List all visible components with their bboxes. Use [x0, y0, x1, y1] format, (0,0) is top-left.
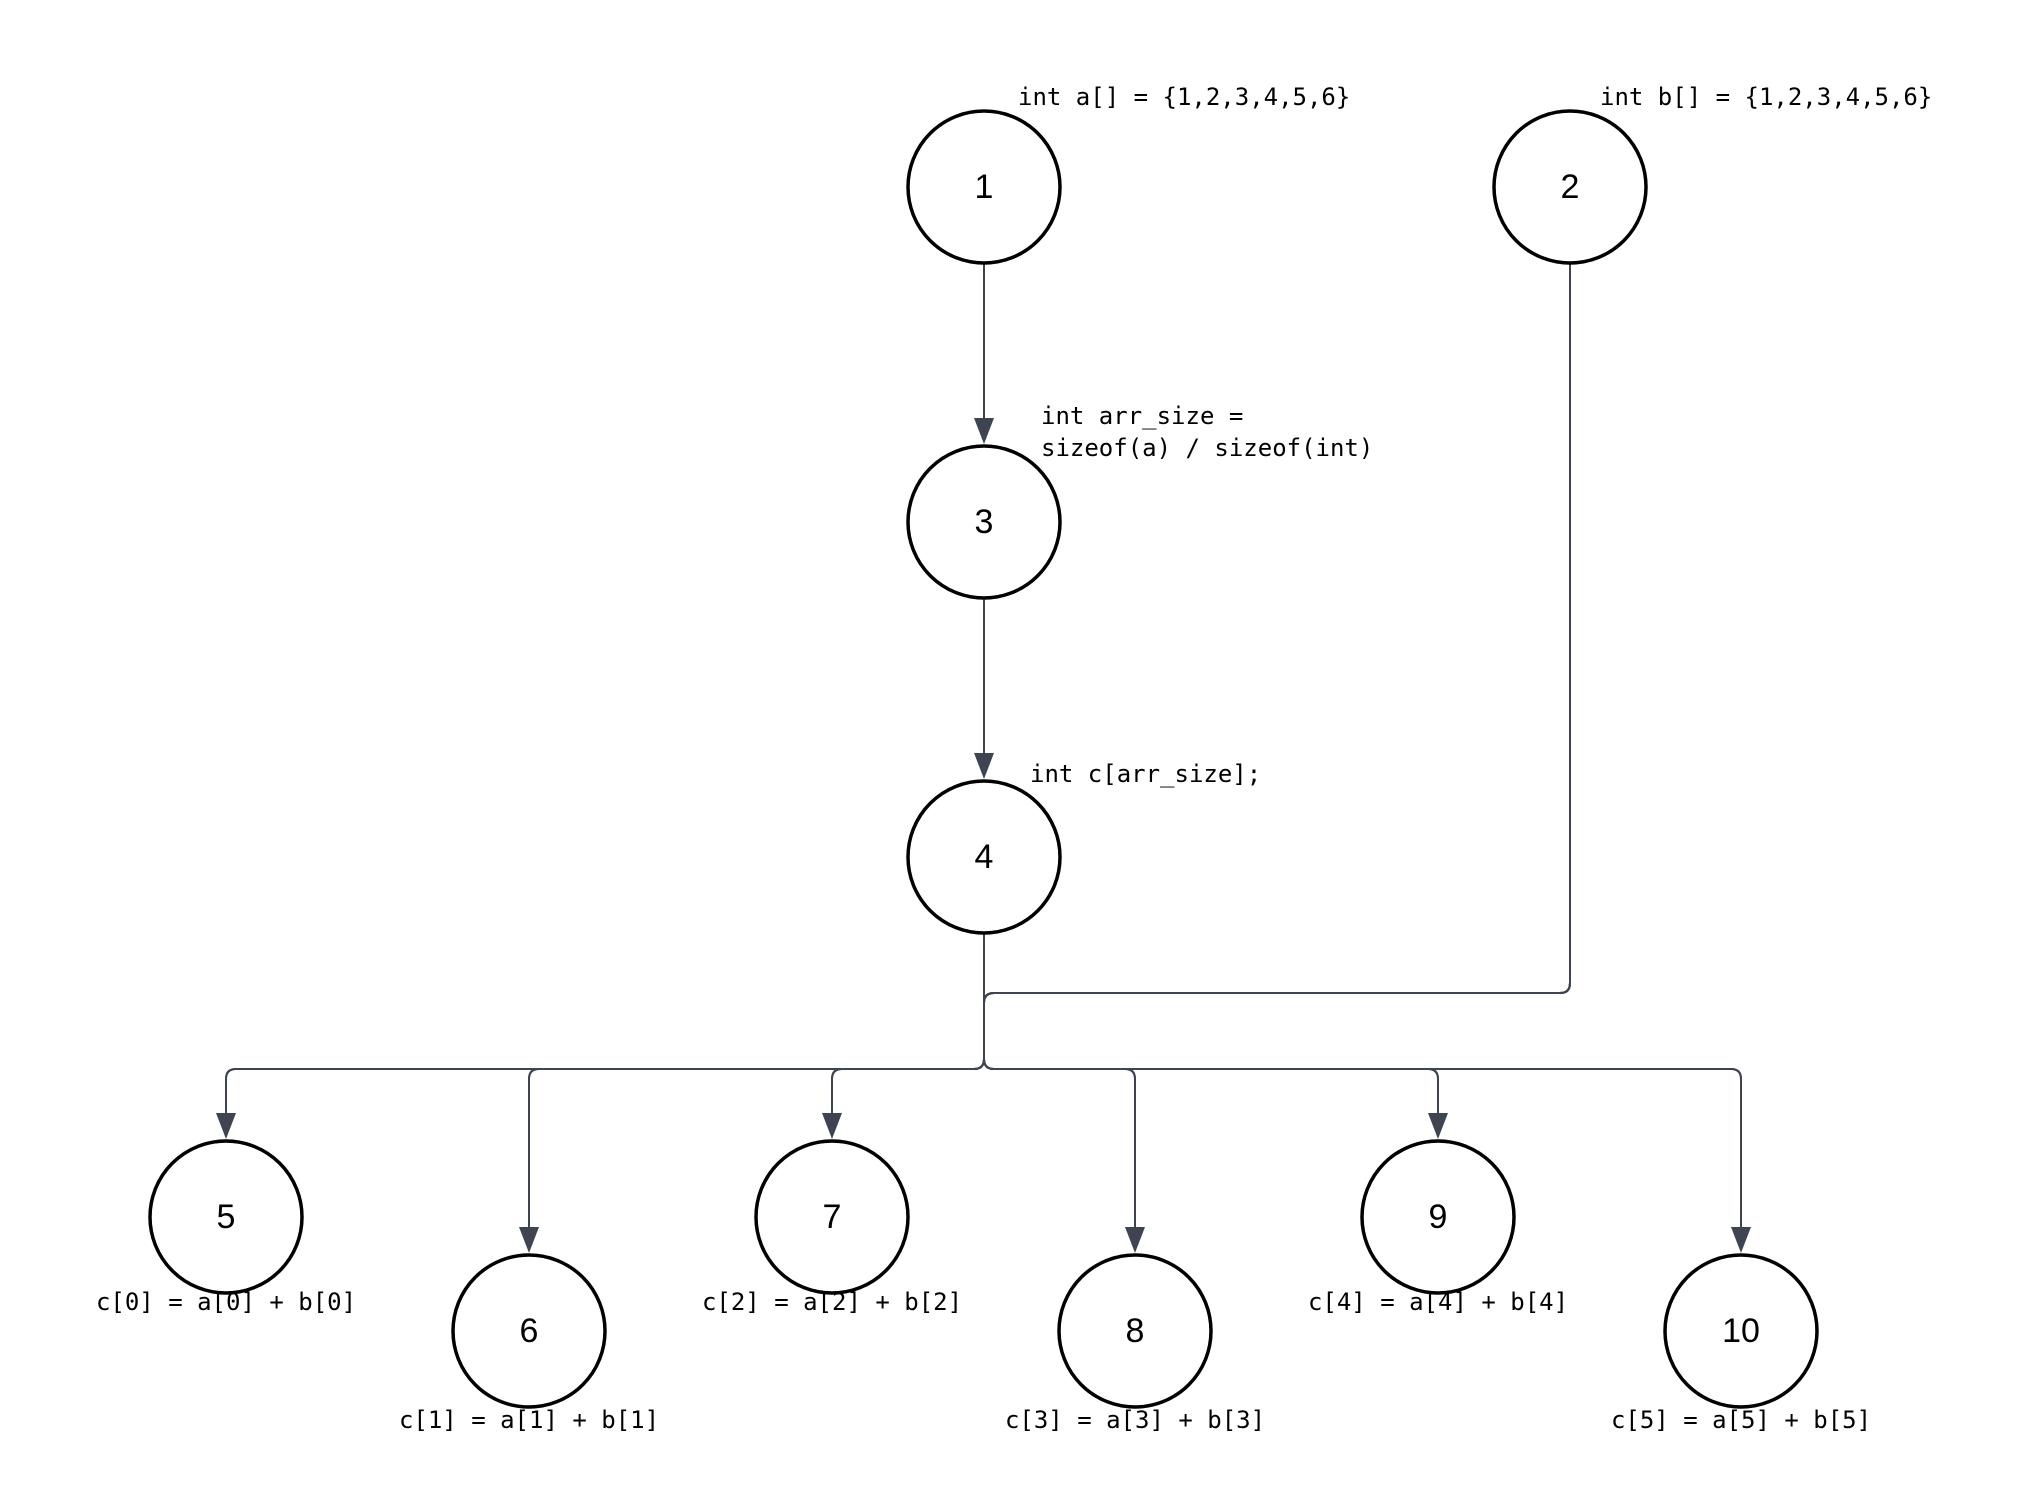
arrowhead-7-from-4: [822, 1113, 842, 1139]
node-9-circle: [1360, 1139, 1516, 1295]
node-9-code-annotation: c[4] = a[4] + b[4]: [1308, 1288, 1568, 1316]
edge-4-to-5: [225, 933, 985, 1115]
node-10-code-annotation: c[5] = a[5] + b[5]: [1611, 1406, 1871, 1434]
node-6: 6 c[1] = a[1] + b[1]: [399, 1253, 659, 1434]
node-4-code-annotation: int c[arr_size];: [1030, 760, 1261, 788]
node-8-code-annotation: c[3] = a[3] + b[3]: [1005, 1406, 1265, 1434]
node-5-label: 5: [217, 1198, 236, 1236]
node-6-circle: [451, 1253, 607, 1409]
node-9-label: 9: [1429, 1198, 1448, 1236]
node-9: 9 c[4] = a[4] + b[4]: [1308, 1139, 1568, 1316]
node-3: 3 int arr_size = sizeof(a) / sizeof(int): [906, 402, 1373, 600]
arrowhead-6-from-4: [519, 1227, 539, 1253]
node-8-circle: [1057, 1253, 1213, 1409]
edge-4-to-9: [983, 933, 1439, 1115]
node-7-circle: [754, 1139, 910, 1295]
node-2-circle: [1492, 109, 1648, 265]
node-7-label: 7: [823, 1198, 842, 1236]
node-2-code-annotation: int b[] = {1,2,3,4,5,6}: [1600, 83, 1932, 111]
node-2: 2 int b[] = {1,2,3,4,5,6}: [1492, 83, 1932, 265]
edge-2-to-9: [983, 263, 1571, 1115]
node-layer: 1 int a[] = {1,2,3,4,5,6} 2 int b[] = {1,2,…: [96, 83, 1932, 1434]
node-3-code-annotation: sizeof(a) / sizeof(int): [1041, 434, 1373, 462]
arrowhead-10-from-4: [1731, 1227, 1751, 1253]
node-5-code-annotation: c[0] = a[0] + b[0]: [96, 1288, 356, 1316]
node-5: 5 c[0] = a[0] + b[0]: [96, 1139, 356, 1316]
node-10-circle: [1663, 1253, 1819, 1409]
arrowhead-3: [974, 418, 994, 444]
node-3-circle: [906, 444, 1062, 600]
node-1-circle: [906, 109, 1062, 265]
node-6-label: 6: [520, 1312, 539, 1350]
node-3-code-annotation: int arr_size =: [1041, 402, 1243, 430]
node-4-label: 4: [975, 838, 994, 876]
node-1-label: 1: [975, 168, 994, 206]
edge-4-to-7: [831, 933, 985, 1115]
arrowhead-5-from-4: [216, 1113, 236, 1139]
node-1: 1 int a[] = {1,2,3,4,5,6}: [906, 83, 1350, 265]
arrowhead-9-from-4: [1428, 1113, 1448, 1139]
arrowhead-4: [974, 753, 994, 779]
node-1-code-annotation: int a[] = {1,2,3,4,5,6}: [1018, 83, 1350, 111]
node-10: 10 c[5] = a[5] + b[5]: [1611, 1253, 1871, 1434]
node-7: 7 c[2] = a[2] + b[2]: [702, 1139, 962, 1316]
edge-2-to-7: [831, 263, 1571, 1115]
node-8-label: 8: [1126, 1312, 1145, 1350]
edge-4-to-10: [983, 933, 1742, 1229]
node-4-circle: [906, 779, 1062, 935]
edge-2-to-5: [225, 263, 1571, 1115]
edge-4-to-8: [983, 933, 1136, 1229]
node-7-code-annotation: c[2] = a[2] + b[2]: [702, 1288, 962, 1316]
arrowhead-8-from-4: [1125, 1227, 1145, 1253]
node-2-label: 2: [1561, 168, 1580, 206]
node-8: 8 c[3] = a[3] + b[3]: [1005, 1253, 1265, 1434]
node-10-label: 10: [1722, 1312, 1760, 1350]
node-3-label: 3: [975, 503, 994, 541]
edge-layer: [216, 263, 1751, 1253]
edge-4-to-6: [528, 933, 985, 1229]
edge-2-to-10: [983, 263, 1742, 1229]
node-5-circle: [148, 1139, 304, 1295]
node-4: 4 int c[arr_size];: [906, 760, 1261, 935]
node-6-code-annotation: c[1] = a[1] + b[1]: [399, 1406, 659, 1434]
